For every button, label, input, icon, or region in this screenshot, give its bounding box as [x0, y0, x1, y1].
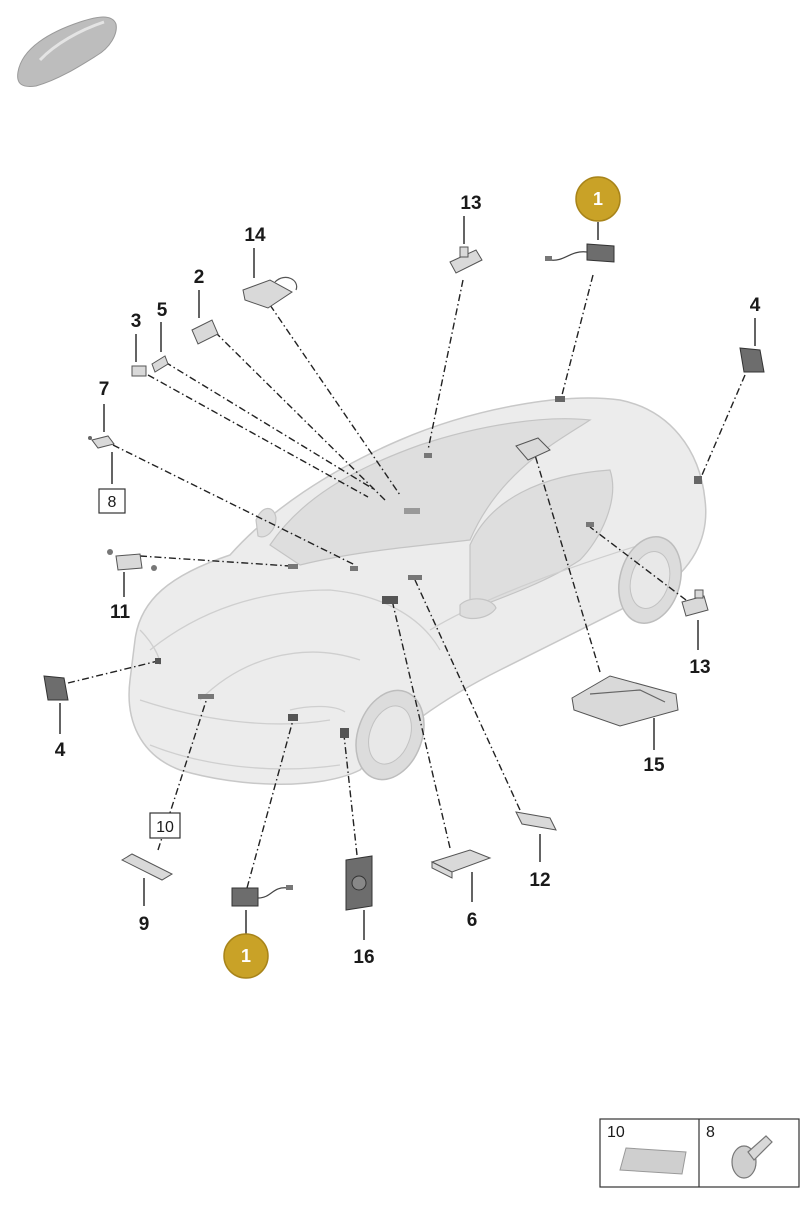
badge-1-top[interactable]: 1: [575, 176, 621, 222]
label-6[interactable]: 6: [467, 910, 478, 931]
label-13[interactable]: 13: [689, 657, 710, 678]
label-12[interactable]: 12: [529, 870, 550, 891]
label-1: 1: [593, 189, 603, 209]
part-sensor-7[interactable]: [88, 435, 115, 449]
label-15[interactable]: 15: [643, 755, 665, 776]
part-control-unit-15[interactable]: [571, 675, 679, 727]
label-9[interactable]: 9: [139, 914, 150, 935]
label-ticks: [59, 216, 756, 940]
part-control-unit-6[interactable]: [430, 849, 492, 879]
label-16[interactable]: 16: [353, 947, 374, 968]
label-8: 8: [108, 494, 117, 511]
label-4[interactable]: 4: [750, 295, 761, 316]
boxed-label-8[interactable]: 8: [98, 488, 126, 514]
label-13[interactable]: 13: [460, 193, 481, 214]
label-7[interactable]: 7: [99, 379, 110, 400]
part-mount-on-car: [155, 396, 702, 738]
label-10: 10: [156, 819, 174, 836]
car-illustration: [128, 397, 707, 785]
part-horn-11[interactable]: [107, 549, 157, 571]
badge-1-bottom[interactable]: 1: [223, 933, 269, 979]
legend-label-8: 8: [706, 1124, 715, 1141]
part-antenna-module-top[interactable]: [545, 243, 615, 263]
part-sensor-13-right[interactable]: [681, 589, 709, 617]
leader-lines: [67, 274, 746, 889]
part-sensor-13-top[interactable]: [449, 246, 483, 274]
part-control-unit-14[interactable]: [242, 276, 298, 309]
legend-label-10: 10: [607, 1124, 625, 1141]
label-5[interactable]: 5: [157, 300, 168, 321]
label-2[interactable]: 2: [194, 267, 205, 288]
legend-table: 10 8: [599, 1118, 800, 1188]
part-speaker-16[interactable]: [345, 855, 373, 911]
label-11[interactable]: 11: [110, 602, 131, 623]
label-1: 1: [241, 946, 251, 966]
part-bracket-2[interactable]: [191, 319, 219, 345]
part-pad-9[interactable]: [120, 853, 174, 881]
part-bracket-12[interactable]: [515, 811, 557, 831]
part-clip-3[interactable]: [131, 365, 147, 377]
screw-icon: [731, 1135, 773, 1179]
part-antenna-module-bottom[interactable]: [231, 885, 293, 907]
label-14[interactable]: 14: [244, 225, 266, 246]
adhesive-pad-icon: [619, 1147, 687, 1175]
part-clip-5[interactable]: [151, 355, 169, 373]
boxed-label-10[interactable]: 10: [149, 812, 181, 839]
part-sensor-4-left[interactable]: [43, 675, 69, 701]
car-thumbnail-icon[interactable]: [17, 16, 117, 87]
label-3[interactable]: 3: [131, 311, 142, 332]
label-4[interactable]: 4: [55, 740, 66, 761]
part-sensor-4-right[interactable]: [739, 347, 765, 373]
